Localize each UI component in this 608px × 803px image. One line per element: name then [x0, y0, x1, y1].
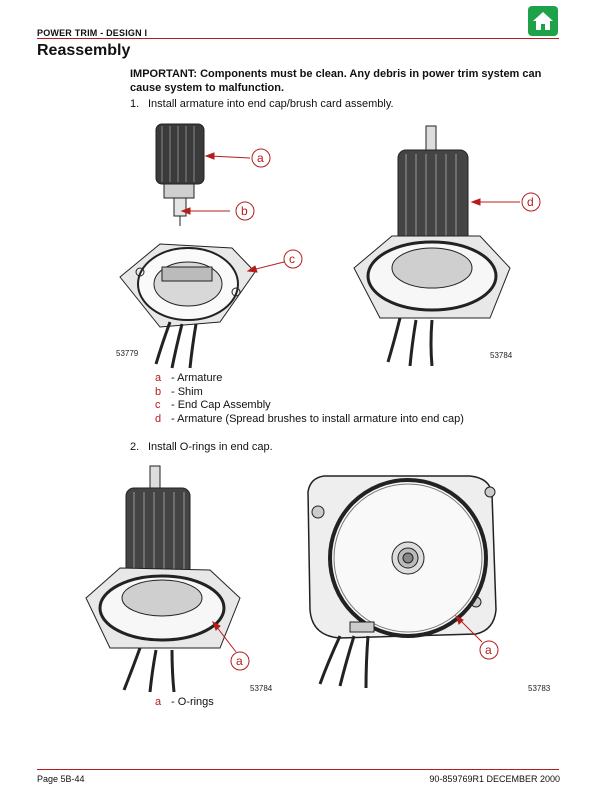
- figure-number: 53783: [528, 684, 551, 693]
- section-header: POWER TRIM - DESIGN I: [37, 28, 148, 38]
- figure-number: 53779: [116, 349, 139, 358]
- callout-a-label: a: [236, 654, 243, 668]
- armature-illustration: [155, 123, 205, 185]
- callout-c-label: c: [289, 252, 295, 266]
- footer-divider: [37, 769, 559, 770]
- step-text: Install O-rings in end cap.: [148, 441, 273, 453]
- armature-installed-illustration: [397, 149, 469, 249]
- header-divider: [37, 38, 559, 39]
- callout-a-label: a: [485, 643, 492, 657]
- step-2: 2. Install O-rings in end cap.: [130, 441, 273, 453]
- legend-item: a- O-rings: [155, 696, 214, 708]
- step-text: Install armature into end cap/brush card…: [148, 98, 394, 110]
- step-number: 2.: [130, 441, 140, 453]
- callout-a-label: a: [257, 151, 264, 165]
- page-number: Page 5B-44: [37, 774, 85, 784]
- figure-number: 53784: [250, 684, 273, 693]
- legend-step-1: a- Armature b- Shim c- End Cap Assembly …: [155, 372, 464, 426]
- document-id: 90-859769R1 DECEMBER 2000: [429, 774, 560, 784]
- callout-d-label: d: [527, 195, 534, 209]
- page-title: Reassembly: [37, 42, 131, 59]
- figure-number: 53784: [490, 351, 513, 360]
- legend-item: d- Armature (Spread brushes to install a…: [155, 412, 464, 425]
- home-button[interactable]: [528, 6, 558, 36]
- step-number: 1.: [130, 98, 140, 110]
- legend-item: a- Armature: [155, 372, 223, 384]
- figure-armature-installed: d: [353, 125, 541, 367]
- figure-armature-endcap: a b c: [119, 123, 303, 369]
- figure-armature-orings: a: [85, 465, 250, 693]
- important-note: IMPORTANT: Components must be clean. Any…: [130, 68, 542, 94]
- step-1: 1. Install armature into end cap/brush ca…: [130, 98, 394, 110]
- home-icon: [533, 12, 553, 30]
- figure-endcap-oring: a: [307, 475, 499, 689]
- legend-item: b- Shim: [155, 385, 203, 398]
- legend-step-2: a- O-rings: [155, 696, 214, 710]
- callout-b-label: b: [241, 204, 248, 218]
- legend-item: c- End Cap Assembly: [155, 399, 271, 411]
